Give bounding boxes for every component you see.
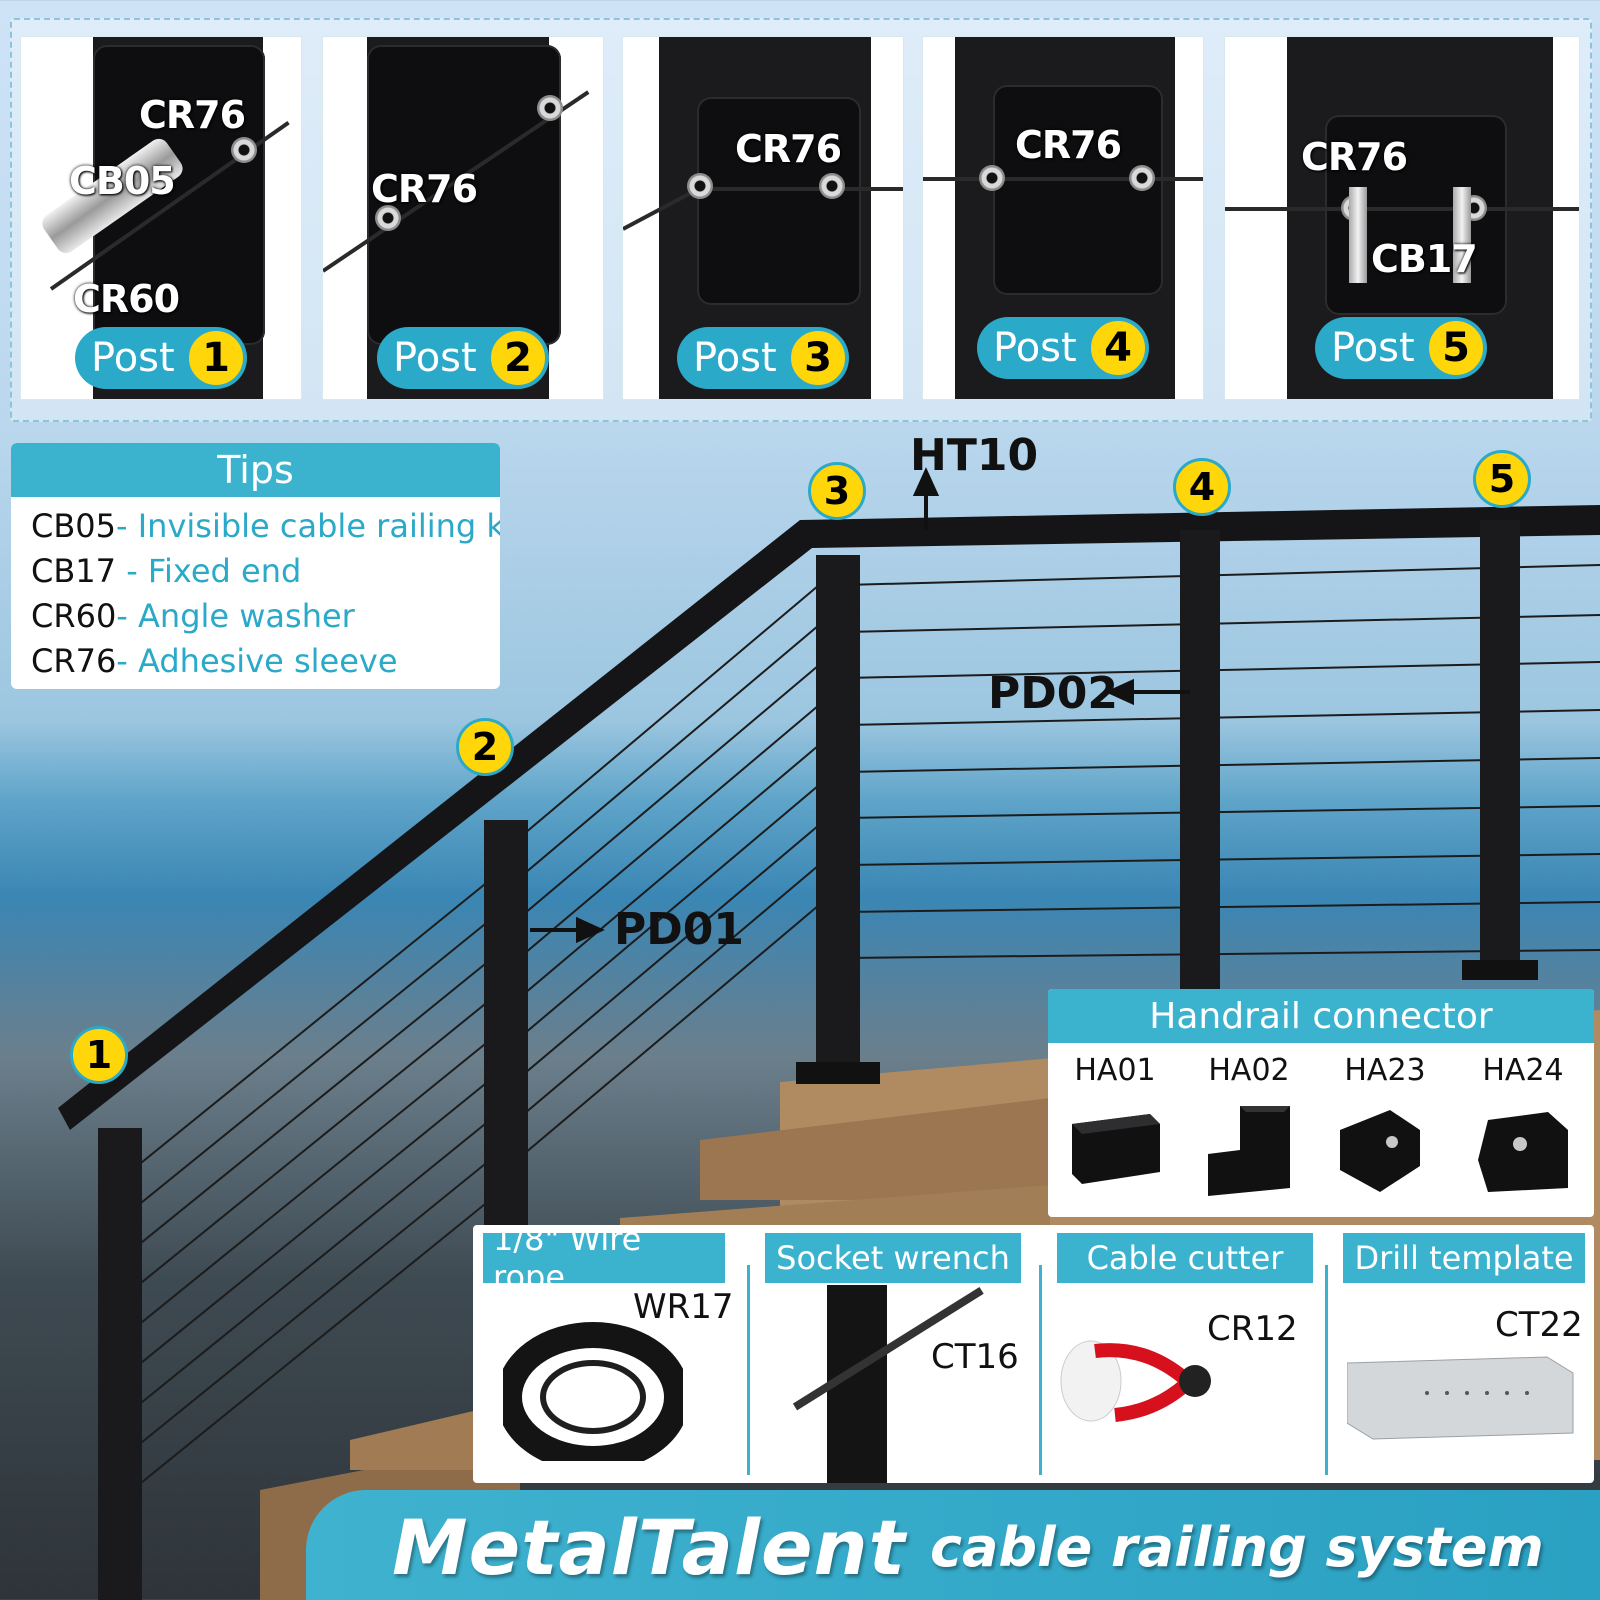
post-number-badge: 2: [489, 329, 547, 387]
angle-connector-icon: [1478, 1112, 1568, 1192]
part-label-cr60: CR60: [73, 277, 180, 321]
post-number-badge: 3: [789, 329, 847, 387]
brand-banner: MetalTalent cable railing system: [306, 1490, 1600, 1600]
connector-ha24: HA24: [1458, 1053, 1588, 1204]
tip-item: CR76- Adhesive sleeve: [31, 642, 398, 680]
cable-cutter-icon: [1060, 1340, 1211, 1422]
tool-title: Cable cutter: [1057, 1233, 1313, 1283]
drill-template-icon: [1347, 1356, 1574, 1440]
step-connector-icon: [1208, 1106, 1290, 1196]
hinge-connector-icon: [1340, 1110, 1420, 1192]
tip-item: CR60- Angle washer: [31, 597, 355, 635]
tools-panel: 1/8" Wire rope WR17 Socket wrench CT16 C…: [473, 1220, 1594, 1483]
tip-item: CB05- Invisible cable railing kit: [31, 507, 500, 545]
callout-post-3: 3: [808, 462, 866, 520]
part-label-cr76: CR76: [371, 167, 478, 211]
tips-title: Tips: [11, 443, 500, 497]
tool-code: CT16: [931, 1337, 1019, 1377]
post-number-badge: 1: [187, 329, 245, 387]
post-number-badge: 5: [1427, 319, 1485, 377]
tool-cable-cutter: Cable cutter CR12: [1047, 1225, 1319, 1483]
wire-coil-icon: [503, 1322, 683, 1461]
part-label-cr76: CR76: [1301, 135, 1408, 179]
tool-code: CR12: [1207, 1309, 1298, 1349]
tool-code: WR17: [633, 1287, 734, 1327]
post-number-badge: 4: [1089, 319, 1147, 377]
post-card-5: CR76 CB17 Post 5: [1224, 36, 1580, 400]
callout-post-2: 2: [456, 718, 514, 776]
post-pill-1: Post 1: [75, 327, 247, 389]
level-post-label: PD02: [988, 668, 1119, 719]
tool-code: CT22: [1495, 1305, 1583, 1345]
callout-post-4: 4: [1173, 458, 1231, 516]
callout-post-5: 5: [1473, 450, 1531, 508]
post-card-2: CR76 Post 2: [322, 36, 604, 400]
post-pill-5: Post 5: [1315, 317, 1487, 379]
connector-ha23: HA23: [1320, 1053, 1450, 1204]
tips-box: Tips CB05- Invisible cable railing kit C…: [11, 443, 500, 689]
brand-name: MetalTalent: [392, 1502, 906, 1592]
post-card-1: CR76 CB05 CR60 Post 1: [20, 36, 302, 400]
post-card-3: CR76 Post 3: [622, 36, 904, 400]
post-pill-2: Post 2: [377, 327, 549, 389]
part-label-cr76: CR76: [1015, 123, 1122, 167]
post-card-4: CR76 Post 4: [922, 36, 1204, 400]
tool-title: Socket wrench: [765, 1233, 1021, 1283]
tool-wire-rope: 1/8" Wire rope WR17: [473, 1220, 735, 1483]
handrail-connector-panel: Handrail connector HA01 HA02 HA23 HA24: [1048, 989, 1594, 1217]
tip-item: CB17 - Fixed end: [31, 552, 302, 590]
tool-title: Drill template: [1343, 1233, 1585, 1283]
tool-title: 1/8" Wire rope: [483, 1220, 725, 1296]
connector-ha02: HA02: [1184, 1053, 1314, 1204]
tool-drill-template: Drill template CT22: [1333, 1225, 1594, 1483]
handrail-connector-title: Handrail connector: [1048, 989, 1594, 1043]
straight-connector-icon: [1072, 1114, 1160, 1184]
part-label-cb05: CB05: [69, 159, 176, 203]
part-label-cr76: CR76: [735, 127, 842, 171]
part-label-cr76: CR76: [139, 93, 246, 137]
post-pill-3: Post 3: [677, 327, 849, 389]
connector-ha01: HA01: [1050, 1053, 1180, 1194]
stair-post-label: PD01: [614, 904, 745, 955]
brand-tagline: cable railing system: [929, 1515, 1544, 1579]
handrail-label: HT10: [910, 430, 1039, 481]
part-label-cb17: CB17: [1371, 237, 1478, 281]
post-pill-4: Post 4: [977, 317, 1149, 379]
callout-post-1: 1: [70, 1026, 128, 1084]
tool-socket-wrench: Socket wrench CT16: [755, 1225, 1027, 1483]
